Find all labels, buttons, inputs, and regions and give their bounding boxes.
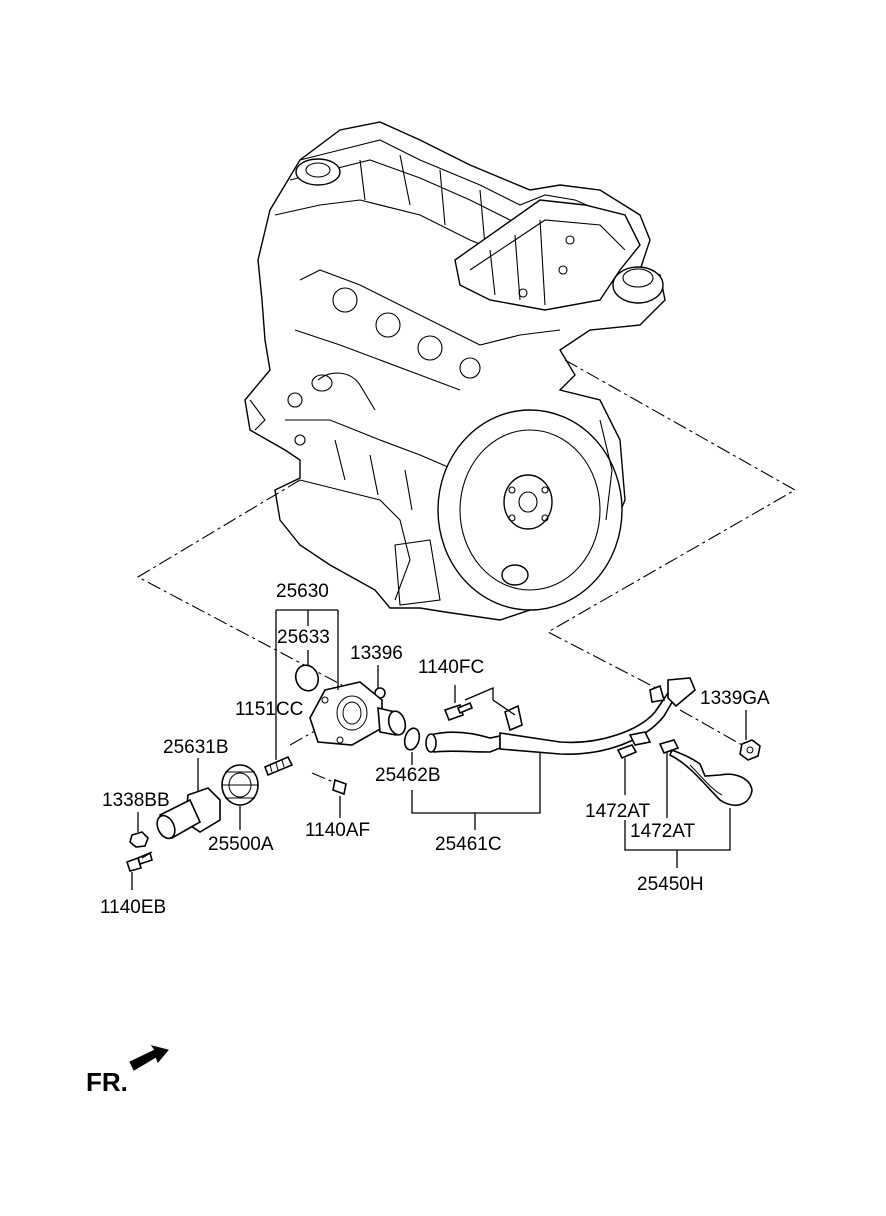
front-arrow-icon [129,1045,169,1071]
label-1339GA: 1339GA [700,688,770,709]
hose-25450H [668,748,753,806]
label-1338BB: 1338BB [102,790,170,811]
label-1140AF: 1140AF [305,820,370,841]
label-25631B: 25631B [163,737,229,758]
parts-illustrations [125,664,761,872]
label-1151CC: 1151CC [235,699,303,720]
label-1472AT-a: 1472AT [585,801,651,822]
label-25630: 25630 [276,581,329,602]
clamp-1472AT-b [658,739,680,755]
label-1140EB: 1140EB [100,897,166,918]
nut-1338BB [129,831,149,848]
hose-25461C [429,731,501,753]
front-indicator: FR. [86,1045,169,1097]
clamp-1472AT-a [616,744,638,760]
engine-assembly-illustration [244,121,666,621]
part-labels: 25630 25633 13396 1140FC 1339GA 1151CC 2… [100,581,770,918]
bolt-1140EB [125,856,143,872]
label-25461C: 25461C [435,834,502,855]
o-ring-25633 [294,664,320,692]
thermostat-housing [309,681,383,746]
stud-1151CC [263,755,294,777]
label-25450H: 25450H [637,874,704,895]
label-1472AT-b: 1472AT [630,821,696,842]
nut-1339GA [739,739,761,761]
label-25462B: 25462B [375,765,441,786]
leader-lines [131,609,747,890]
bolt-1140AF [332,778,347,796]
label-25633: 25633 [277,627,330,648]
label-13396: 13396 [350,643,403,664]
label-25500A: 25500A [208,834,274,855]
o-ring-25462B [403,727,421,751]
front-label: FR. [86,1067,128,1097]
label-1140FC: 1140FC [418,657,484,678]
